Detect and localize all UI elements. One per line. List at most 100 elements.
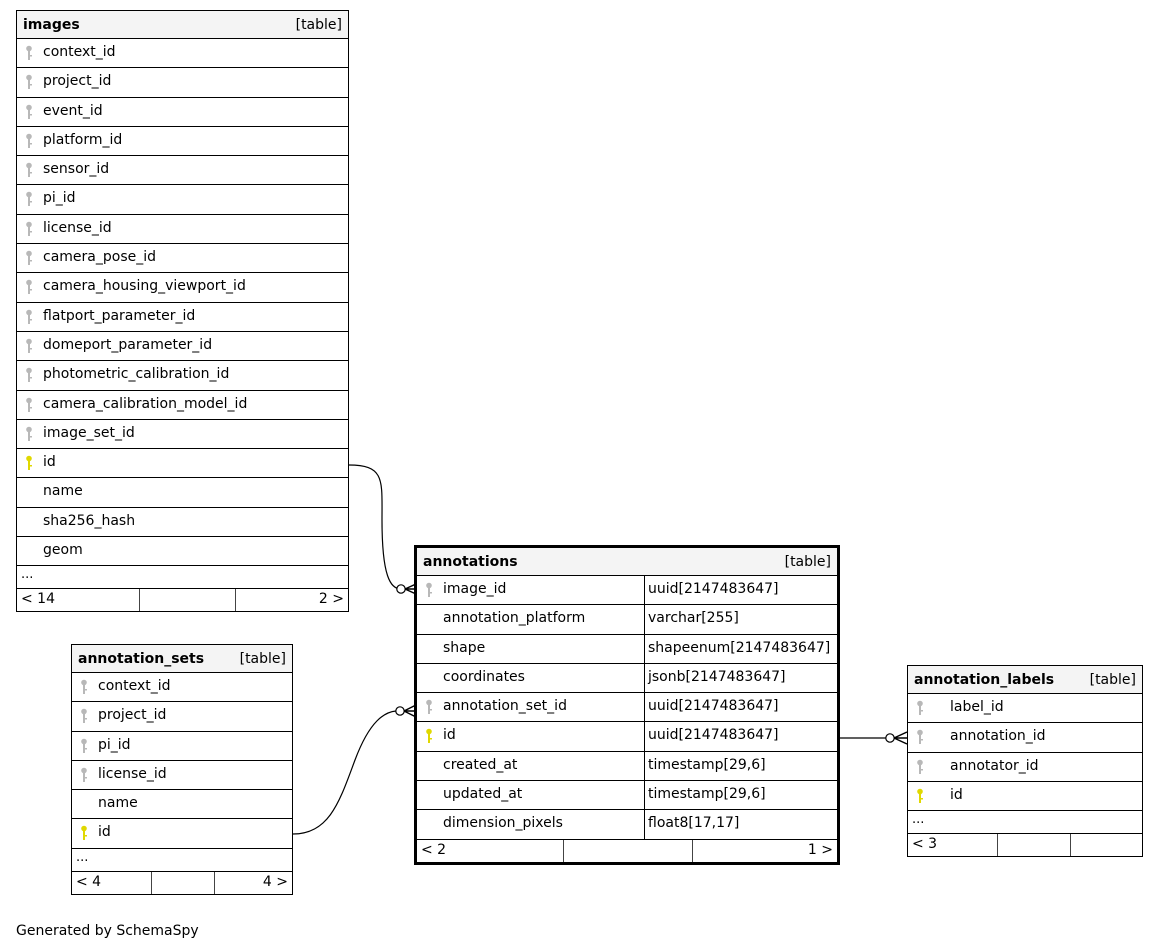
column-row[interactable]: context_id [17,39,348,69]
column-name: domeport_parameter_id [43,336,213,353]
column-row[interactable]: context_id [72,673,292,703]
foreign-key-icon [25,191,39,207]
column-row[interactable]: annotation_id [908,723,1142,753]
children-count[interactable]: 2 > [318,591,344,608]
table-name[interactable]: images [23,16,80,33]
column-row[interactable]: sensor_id [17,156,348,186]
table-name[interactable]: annotation_labels [914,671,1055,688]
link-sets-annotations-zero [395,706,405,716]
column-row[interactable]: flatport_parameter_id [17,303,348,332]
foreign-key-icon [25,426,39,442]
generator-credit: Generated by SchemaSpy [16,923,199,939]
foreign-key-icon [425,582,439,598]
foreign-key-icon [25,279,39,295]
column-row[interactable]: pi_id [72,732,292,761]
column-row[interactable]: camera_calibration_model_id [17,391,348,420]
column-name: name [43,483,83,500]
foreign-key-icon [916,700,930,716]
column-row[interactable]: name [17,478,348,508]
column-row[interactable]: project_id [17,68,348,98]
primary-key-icon [25,455,39,471]
column-row[interactable]: label_id [908,694,1142,724]
column-name: coordinates [443,668,525,685]
column-row[interactable]: name [72,790,292,820]
column-row[interactable]: license_id [17,215,348,245]
foreign-key-icon [25,133,39,149]
column-type: uuid[2147483647] [648,698,779,715]
table-name[interactable]: annotation_sets [78,650,205,667]
column-row[interactable]: platform_id [17,127,348,157]
column-divider [644,693,646,722]
column-divider [644,810,646,839]
parents-count[interactable]: < 14 [21,591,55,608]
children-count[interactable]: 4 > [262,873,288,890]
foreign-key-icon [25,162,39,178]
foreign-key-icon [25,397,39,413]
column-row[interactable]: event_id [17,98,348,127]
column-row[interactable]: pi_id [17,185,348,215]
more-columns: ... [72,849,292,872]
column-row[interactable]: id [908,782,1142,812]
table-name[interactable]: annotations [423,553,518,570]
foreign-key-icon [80,679,94,695]
parents-count[interactable]: < 2 [421,841,447,858]
column-row[interactable]: camera_housing_viewport_id [17,273,348,303]
column-row[interactable]: geom [17,537,348,567]
column-name: context_id [98,678,171,694]
column-divider [644,663,646,693]
column-row[interactable]: annotator_id [908,753,1142,782]
column-row[interactable]: id [72,819,292,849]
column-divider [644,751,646,781]
link-annotations-labels-zero [885,733,895,743]
column-name: updated_at [443,786,523,803]
column-type: uuid[2147483647] [648,727,779,744]
column-type: uuid[2147483647] [648,581,779,597]
parents-count[interactable]: < 3 [912,836,938,853]
column-row[interactable]: domeport_parameter_id [17,332,348,362]
column-name: id [98,824,111,841]
column-type: shapeenum[2147483647] [648,639,831,656]
column-name: name [98,795,138,812]
column-row[interactable]: sha256_hash [17,508,348,538]
column-row[interactable]: project_id [72,702,292,732]
column-name: image_set_id [43,424,135,441]
table-type: [table] [295,16,342,33]
column-row[interactable]: image_set_id [17,420,348,450]
column-type: varchar[255] [648,610,739,627]
more-columns: ... [908,811,1142,835]
column-row[interactable]: shape shapeenum[2147483647] [417,634,837,664]
primary-key-icon [425,728,439,744]
column-name: project_id [98,707,167,724]
table-type: [table] [239,650,286,667]
column-name: annotation_set_id [443,698,567,715]
column-row[interactable]: annotation_set_id uuid[2147483647] [417,693,837,723]
column-row[interactable]: id [17,449,348,479]
column-name: camera_pose_id [43,249,156,266]
link-images-annotations-zero [396,584,406,594]
column-name: shape [443,639,486,656]
children-count[interactable]: 1 > [807,841,833,858]
column-row[interactable]: license_id [72,761,292,791]
column-row[interactable]: camera_pose_id [17,244,348,274]
table-type: [table] [784,553,831,570]
column-divider [644,605,646,634]
column-name: sensor_id [43,161,110,178]
relationship-counts: < 4 4 > [72,871,292,894]
column-divider [644,576,646,605]
column-row[interactable]: photometric_calibration_id [17,361,348,391]
parents-count[interactable]: < 4 [76,873,102,890]
column-type: timestamp[29,6] [648,756,766,773]
